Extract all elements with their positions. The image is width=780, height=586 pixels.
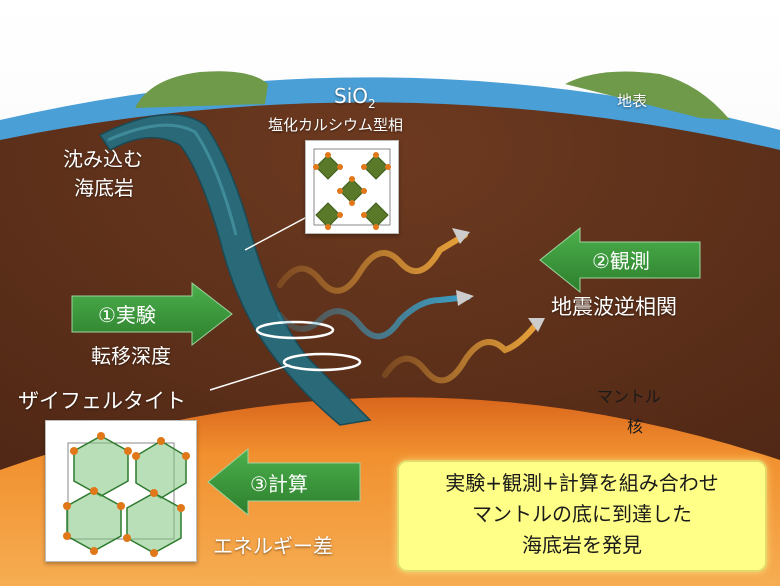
wave-arrowhead-2 [456, 290, 474, 306]
wave-arrowhead-3 [528, 318, 545, 332]
seismic-label: 地震波逆相関 [551, 295, 677, 319]
experiment-arrow [71, 281, 233, 347]
seifertite-crystal-structure-image [45, 420, 197, 562]
transition-ring-lower [282, 352, 362, 372]
observation-label: ②観測 [592, 249, 650, 273]
summary-line1: 実験+観測+計算を組み合わせ [445, 471, 719, 495]
continent-left [135, 71, 268, 108]
sio2-formula-label: SiO2 [334, 84, 376, 111]
summary-box: 実験+観測+計算を組み合わせ マントルの底に到達した 海底岩を発見 [397, 460, 767, 572]
continent-right [565, 71, 730, 120]
energy-diff-label: エネルギー差 [213, 534, 333, 558]
wave-arrowhead-1 [452, 228, 470, 244]
seismic-wave-1 [277, 232, 468, 294]
slab-label-line1: 沈み込む [63, 147, 143, 171]
surface-label: 地表 [617, 92, 648, 110]
transition-ring-upper [255, 320, 335, 340]
slab-label-line2: 海底岩 [74, 176, 134, 200]
core-label: 核 [627, 417, 644, 436]
summary-line3: 海底岩を発見 [522, 533, 642, 557]
seifertite-label: ザイフェルタイト [18, 389, 186, 413]
observation-arrow [539, 226, 701, 294]
transition-depth-label: 転移深度 [91, 344, 171, 368]
seismic-wave-3 [382, 319, 541, 384]
sio2-phase-label: 塩化カルシウム型相 [268, 116, 404, 134]
seifertite-pointer-line [209, 364, 291, 391]
calculation-label: ③計算 [250, 472, 308, 496]
summary-line2: マントルの底に到達した [472, 502, 692, 526]
experiment-label: ①実験 [98, 303, 156, 327]
mantle-label: マントル [597, 387, 662, 406]
calculation-arrow [207, 447, 361, 517]
sio2-crystal-structure-image [305, 140, 399, 234]
seismic-wave-2 [277, 294, 471, 340]
subducting-slab [98, 113, 372, 426]
